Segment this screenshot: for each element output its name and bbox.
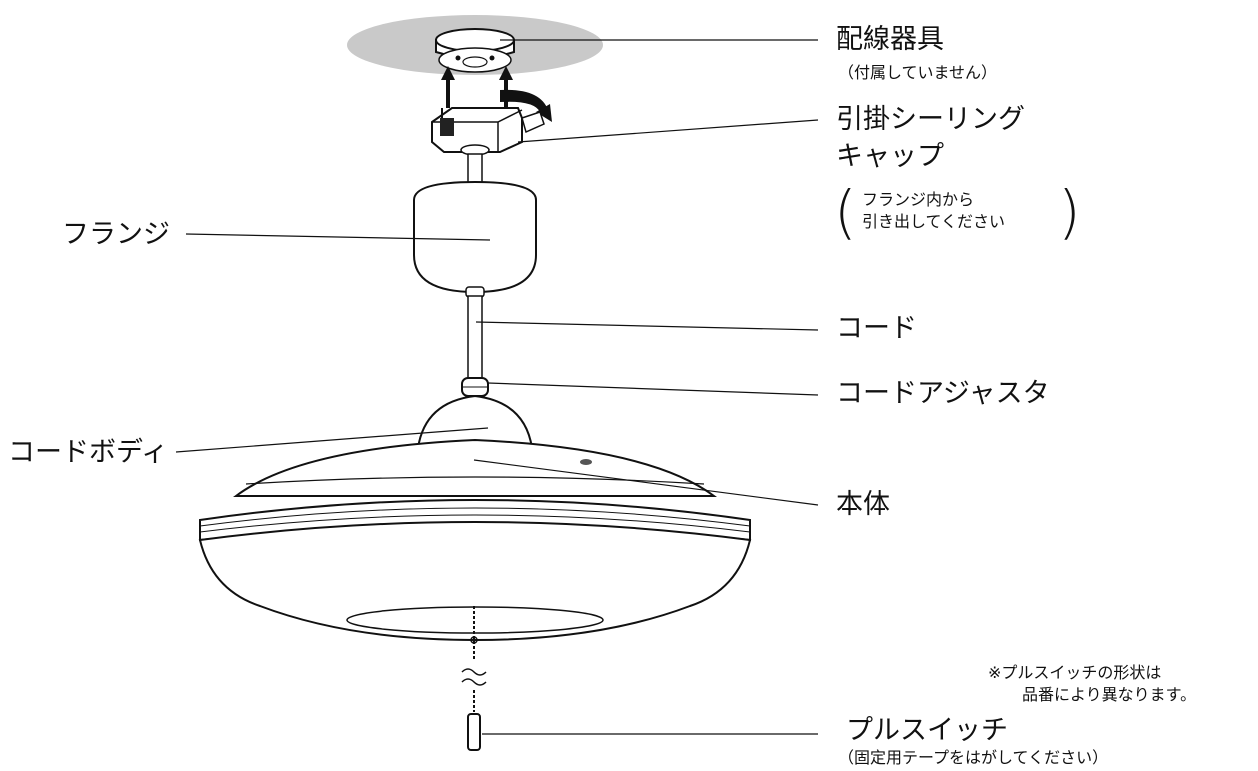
ceiling-cap-label-line2: キャップ [836, 141, 944, 172]
note-close-paren: ) [1058, 178, 1081, 246]
ceiling-cap-note-line1: フランジ内から [862, 190, 975, 209]
wiring-device-note: （付属していません） [838, 63, 998, 82]
cord [467, 295, 483, 381]
switch-note-line2: 品番により異なります。 [1022, 685, 1197, 704]
pull-switch-note: （固定用テープをはがしてください） [838, 748, 1109, 767]
rotate-arrow [500, 89, 548, 112]
pull-switch [467, 713, 481, 751]
note-open-paren: ( [834, 178, 857, 246]
wiring-device-label: 配線器具 [836, 24, 944, 55]
cord-adjuster-label: コードアジャスタ [836, 378, 1050, 409]
ceiling-cap-note-line2: 引き出してください [862, 212, 1006, 231]
wiring-device [435, 28, 515, 73]
main-body-label: 本体 [836, 489, 890, 520]
cord-body-label: コードボディ [8, 437, 169, 468]
main-body [198, 438, 752, 642]
flange-label: フランジ [62, 219, 170, 250]
leader-lines [175, 39, 819, 735]
pull-chain [461, 606, 487, 712]
cord-label: コード [836, 313, 917, 344]
ceiling-cap [431, 107, 545, 156]
flange [413, 180, 537, 294]
pull-switch-label: プルスイッチ [846, 715, 1008, 746]
cord-body [416, 394, 534, 449]
switch-note-line1: ※プルスイッチの形状は [988, 663, 1162, 682]
ceiling-cap-label-line1: 引掛シーリング [836, 104, 1025, 135]
